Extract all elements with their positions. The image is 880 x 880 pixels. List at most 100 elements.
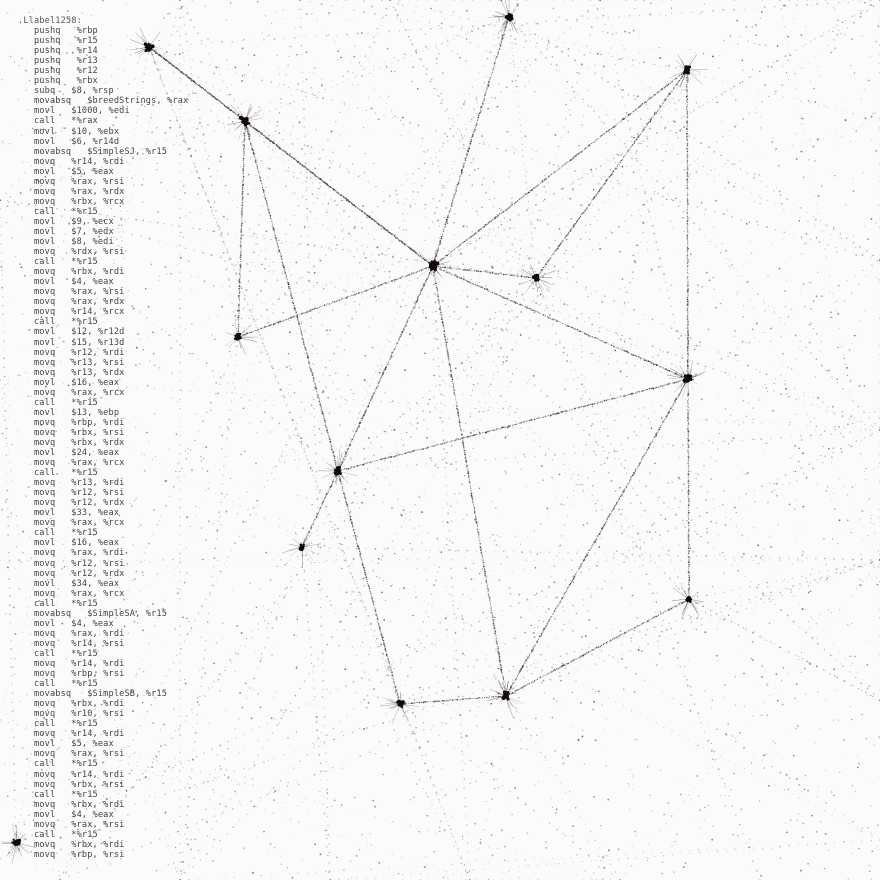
faint-edge (59, 695, 508, 880)
faint-edge (0, 0, 181, 721)
graph-node (488, 0, 519, 35)
faint-edge (299, 0, 331, 880)
assembly-line: call *%r15 (18, 397, 98, 408)
assembly-line: movq %rax, %rsi (18, 176, 125, 187)
graph-node (418, 248, 453, 284)
faint-edge (179, 0, 246, 122)
assembly-line: movq %r13, %rdx (18, 367, 125, 378)
assembly-line: movl $16, %eax (18, 377, 120, 388)
faint-edge (508, 16, 537, 279)
faint-edge (178, 0, 182, 880)
faint-edge (299, 0, 331, 880)
assembly-line: pushq %r14 (18, 46, 98, 57)
assembly-line: call *%r15 (18, 829, 98, 840)
assembly-line: call *%r15 (18, 257, 98, 268)
assembly-line: movq %rax, %rcx (18, 387, 125, 398)
faint-edge (59, 277, 537, 880)
faint-edge (148, 46, 690, 600)
faint-edge (299, 0, 880, 701)
faint-edge (432, 265, 880, 431)
strong-edge (432, 69, 688, 267)
faint-edge (244, 120, 880, 702)
assembly-line: call *%r15 (18, 648, 98, 659)
assembly-line: movq %rbx, %rsi (18, 779, 125, 790)
assembly-line: movl $16, %eax (18, 538, 120, 549)
faint-edge (148, 46, 507, 697)
assembly-line: movq %rbx, %rdi (18, 267, 125, 278)
assembly-line: call *%r15 (18, 468, 98, 479)
graph-node (380, 691, 419, 725)
assembly-line: movl $15, %r13d (18, 337, 125, 348)
strong-edge (237, 264, 435, 338)
assembly-line: movq %rax, %rcx (18, 518, 125, 529)
faint-edge (389, 0, 880, 121)
faint-edge (779, 0, 880, 561)
graph-node (226, 103, 263, 140)
graph-node (129, 27, 167, 67)
assembly-line: movl $24, %eax (18, 448, 120, 459)
assembly-line: movl $8, %edi (18, 237, 114, 248)
strong-edge (432, 265, 689, 380)
assembly-line: movq %rbx, %rdi (18, 799, 125, 810)
assembly-line: movl $9, %ecx (18, 216, 114, 227)
faint-edge (505, 259, 880, 697)
assembly-line: movq %rax, %rcx (18, 458, 125, 469)
faint-edge (147, 46, 880, 262)
faint-edge (389, 0, 880, 261)
faint-edge (14, 559, 880, 844)
faint-edge (179, 839, 880, 880)
faint-edge (236, 0, 301, 339)
faint-edge (301, 546, 331, 880)
assembly-line: movq %r14, %rdi (18, 769, 125, 780)
assembly-line: movq %r12, %rdx (18, 568, 125, 579)
assembly-line: movq %rbp, %rdi (18, 417, 125, 428)
assembly-line: call *%r15 (18, 679, 98, 690)
assembly-line: pushq %r13 (18, 56, 98, 67)
strong-edge (505, 598, 691, 698)
strong-edge (237, 120, 246, 338)
faint-edge (59, 16, 510, 880)
assembly-line: movq %rax, %rsi (18, 819, 125, 830)
faint-edge (301, 546, 471, 880)
assembly-line: pushq %r15 (18, 36, 98, 47)
faint-edge (688, 559, 880, 601)
faint-edge (337, 16, 510, 472)
strong-edge (535, 68, 688, 279)
graph-node (281, 531, 321, 569)
graph-node (517, 264, 557, 298)
assembly-line: movq %rax, %rcx (18, 588, 125, 599)
assembly-line: movabsq $SimpleSA, %r15 (18, 608, 168, 619)
assembly-line: movq %r12, %rdx (18, 498, 125, 509)
assembly-line: pushq %rbp (18, 26, 98, 37)
assembly-line: movq %rax, %rsi (18, 287, 125, 298)
faint-edge (0, 199, 689, 380)
strong-edge (432, 16, 510, 267)
assembly-line: movq %rdx, %rsi (18, 247, 125, 258)
assembly-line: call *%r15 (18, 719, 98, 730)
strong-edge (336, 378, 689, 472)
faint-edge (244, 120, 690, 600)
faint-edge (179, 336, 239, 880)
assembly-line: movq %r14, %rdi (18, 156, 125, 167)
faint-edge (59, 0, 391, 880)
assembly-line: movl $7, %edx (18, 226, 114, 237)
faint-edge (0, 558, 880, 562)
strong-edge (686, 377, 691, 600)
faint-edge (431, 0, 880, 267)
graph-node (1, 823, 37, 863)
faint-edge (0, 120, 246, 202)
faint-edge (337, 429, 880, 472)
assembly-line: movq %rbx, %rdx (18, 437, 125, 448)
graph-node (671, 585, 704, 620)
assembly-line: movq %rbx, %rdi (18, 839, 125, 850)
faint-edge (329, 839, 880, 880)
assembly-line: movq %rbp, %rsi (18, 849, 125, 860)
assembly-line: movq %rax, %rdx (18, 186, 125, 197)
assembly-line: movl $5, %eax (18, 739, 114, 750)
assembly-line: movl $6, %r14d (18, 136, 120, 147)
faint-edge (0, 0, 781, 721)
faint-edge (389, 0, 537, 279)
assembly-line: call *%r15 (18, 789, 98, 800)
faint-edge (0, 379, 181, 880)
